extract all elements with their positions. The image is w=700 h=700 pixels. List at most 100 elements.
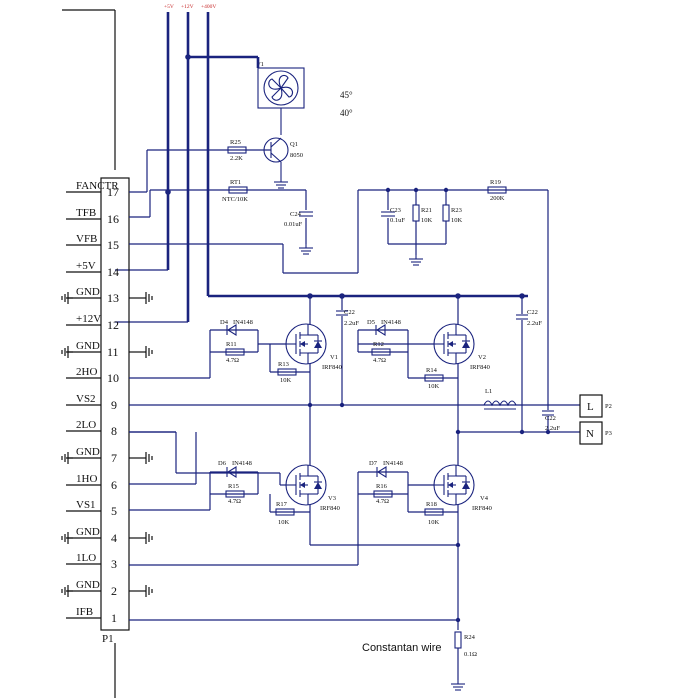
r17-val: 10K	[278, 519, 290, 526]
pin-number: 4	[111, 531, 117, 545]
d7-ref: D7	[369, 460, 378, 467]
r19-ref: R19	[490, 179, 501, 186]
gate-drive-v1: D4 IN4148 R11 4.7Ω R13 10K	[129, 319, 310, 384]
pin-number: 3	[111, 557, 117, 571]
diode-d4	[226, 324, 237, 336]
rail-400v-label: +400V	[201, 4, 216, 10]
d6-ref: D6	[218, 460, 227, 467]
v4-ref: V4	[480, 495, 489, 502]
r13-body	[277, 368, 297, 376]
connector-pin: 12+12V	[66, 313, 119, 332]
r24-ref: R24	[464, 634, 476, 641]
d4-ref: D4	[220, 319, 229, 326]
ground-icon	[140, 531, 153, 545]
r15-ref: R15	[228, 483, 239, 490]
r25-ref: R25	[230, 139, 241, 146]
ground-icon	[61, 531, 74, 545]
r11-body	[225, 348, 245, 356]
fan-angle-2: 40°	[340, 108, 353, 118]
r13-val: 10K	[280, 377, 292, 384]
r23-body	[442, 204, 450, 222]
power-rails: +5V +12V +400V	[62, 4, 528, 698]
pin-number: 5	[111, 504, 117, 518]
c22a-ref: C22	[344, 309, 355, 316]
d5-ref: D5	[367, 319, 375, 326]
transistor-q1: Q1 8050 R25 2.2K	[129, 137, 303, 193]
diode-d7	[376, 466, 387, 478]
c22b-val: 2.2uF	[527, 320, 542, 327]
c22b-ref: C22	[527, 309, 538, 316]
r25-body	[227, 146, 247, 154]
r21-ref: R21	[421, 207, 432, 214]
r14-body	[424, 374, 444, 382]
q1-part: 8050	[290, 152, 303, 159]
v2-ref: V2	[478, 354, 486, 361]
p2-label: L	[587, 401, 594, 413]
rail-5v-label: +5V	[164, 4, 174, 10]
ground-icon	[140, 451, 153, 465]
r19-body	[487, 186, 507, 194]
current-sense: R24 0.1Ω Constantan wire	[129, 617, 477, 691]
pin-number: 14	[107, 265, 119, 279]
fan-icon	[268, 74, 294, 101]
mosfet-v3	[285, 464, 327, 506]
q1-ref: Q1	[290, 141, 298, 148]
r14-val: 10K	[428, 383, 440, 390]
rt1-ref: RT1	[230, 179, 241, 186]
connector-pin: 13 GND	[61, 286, 153, 305]
pin-number: 15	[107, 238, 119, 252]
pin-number: 7	[111, 451, 117, 465]
r16-val: 4.7Ω	[376, 498, 389, 505]
connector-pin: 3 1LO	[66, 552, 117, 571]
r21-body	[412, 204, 420, 222]
r15-body	[225, 490, 245, 498]
connector-pins: 17FANCTR16TFB15VFB14+5V13GND12+12V11GND1…	[61, 180, 153, 625]
r16-ref: R16	[376, 483, 388, 490]
r17-ref: R17	[276, 501, 288, 508]
ground-icon	[61, 584, 74, 598]
c23-val: 0.1uF	[390, 217, 405, 224]
pin-number: 11	[107, 345, 119, 359]
pin-signal: IFB	[76, 606, 93, 618]
r11-val: 4.7Ω	[226, 357, 239, 364]
ground-icon	[140, 291, 153, 305]
fan-f1: F1 45° 40°	[256, 57, 353, 135]
connector-pin: 4 GND	[61, 526, 153, 545]
d5-part: IN4148	[381, 319, 401, 326]
pin-signal: GND	[76, 340, 100, 352]
pin-signal: 1LO	[76, 552, 96, 564]
d6-part: IN4148	[232, 460, 252, 467]
gate-drive-v2: D5 IN4148 R12 4.7Ω R14 10K	[129, 319, 458, 433]
pin-signal: VS2	[76, 393, 96, 405]
thermistor-network: RT1 NTC/10K C24 0.01uF	[129, 179, 314, 255]
rail-12v-label: +12V	[181, 4, 194, 10]
pin-signal: +12V	[76, 313, 101, 325]
pin-signal: GND	[76, 286, 100, 298]
r12-val: 4.7Ω	[373, 357, 386, 364]
p3-label: N	[586, 428, 594, 440]
pin-signal: GND	[76, 526, 100, 538]
rt1-val: NTC/10K	[222, 196, 248, 203]
pin-signal: GND	[76, 446, 100, 458]
gate-drive-v4: D7 IN4148 R16 4.7Ω R18 10K	[129, 460, 458, 566]
terminal-p3	[579, 421, 603, 445]
r21-val: 10K	[421, 217, 433, 224]
diode-d6	[226, 466, 237, 478]
pin-number: 13	[107, 291, 119, 305]
pin-number: 2	[111, 584, 117, 598]
r15-val: 4.7Ω	[228, 498, 241, 505]
diode-d5	[375, 324, 386, 336]
gate-drive-v3: D6 IN4148 R15 4.7Ω R17 10K	[129, 432, 310, 526]
d4-part: IN4148	[233, 319, 253, 326]
pin-signal: 2HO	[76, 366, 97, 378]
c23-ref: C23	[390, 207, 401, 214]
d7-part: IN4148	[383, 460, 403, 467]
l1-ref: L1	[485, 388, 492, 395]
mosfet-v4	[433, 464, 475, 506]
fan-ref: F1	[257, 61, 264, 68]
r11-ref: R11	[226, 341, 237, 348]
